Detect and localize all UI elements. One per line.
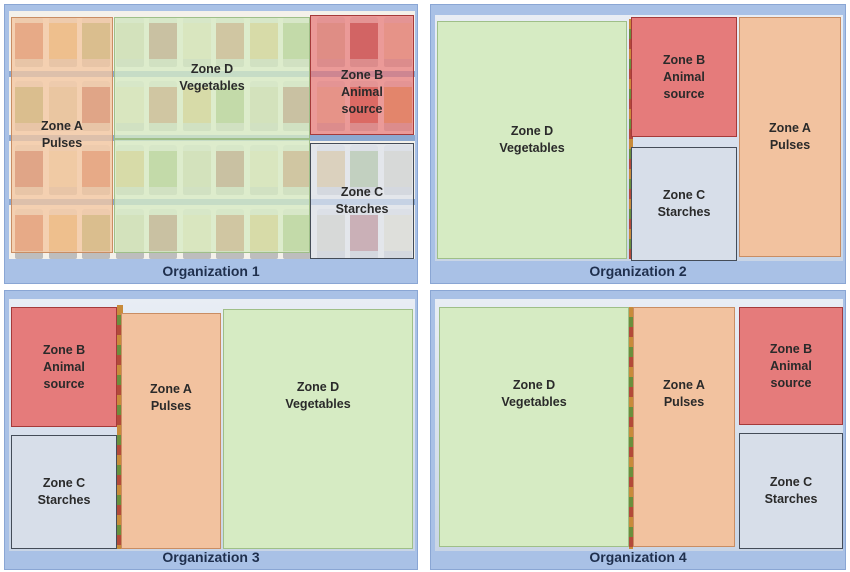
zone-d-name: Zone D [190,62,234,76]
zone-d-desc: Vegetables [179,79,245,93]
zone-a-name: Zone A [663,378,705,392]
org3-zone-b: Zone B Animal source [11,307,117,427]
organization-1-panel: Zone A Pulses Zone D Vegetables Zone B A… [4,4,418,284]
zone-b-desc1: Animal [663,69,705,84]
zone-b-name: Zone B [662,52,706,67]
org4-zone-d: Zone D Vegetables [439,307,629,547]
zone-b-name: Zone B [42,342,86,357]
zone-b-desc2: source [43,376,85,391]
org2-zone-d: Zone D Vegetables [437,21,627,259]
zone-c-name: Zone C [340,185,384,199]
zone-b-desc2: source [341,101,383,116]
zone-c-desc: Starches [764,492,818,506]
org1-zone-d: Zone D Vegetables [114,17,310,139]
zone-a-desc: Pulses [663,395,705,409]
zone-c-desc: Starches [657,205,711,219]
zone-a-name: Zone A [41,119,83,133]
org1-zone-d-lower [114,139,310,253]
org4-zone-b: Zone B Animal source [739,307,843,425]
org3-zone-d: Zone D Vegetables [223,309,413,549]
org1-zone-b: Zone B Animal source [310,15,414,135]
zone-d-desc: Vegetables [499,141,565,155]
shelf-edge-strip [629,19,633,259]
zone-b-desc2: source [770,375,812,390]
zone-c-name: Zone C [769,475,813,489]
zone-b-desc1: Animal [43,359,85,374]
organization-1-caption: Organization 1 [162,263,260,279]
org3-zone-a: Zone A Pulses [121,313,221,549]
org2-zone-c: Zone C Starches [631,147,737,261]
zone-c-desc: Starches [335,202,389,216]
org4-zone-a: Zone A Pulses [633,307,735,547]
zone-a-desc: Pulses [769,138,811,152]
organization-3-caption: Organization 3 [162,549,260,565]
shelf-edge-strip [629,307,633,549]
zone-d-name: Zone D [510,124,554,138]
zone-b-desc2: source [663,86,705,101]
organization-3-panel: Zone B Animal source Zone C Starches Zon… [4,290,418,570]
zone-d-desc: Vegetables [285,397,351,411]
zone-a-name: Zone A [150,382,192,396]
org3-zone-c: Zone C Starches [11,435,117,549]
zone-d-desc: Vegetables [501,395,567,409]
zone-a-desc: Pulses [41,136,83,150]
organization-2-panel: Zone D Vegetables Zone B Animal source Z… [430,4,846,284]
zone-c-desc: Starches [37,493,91,507]
org2-zone-b: Zone B Animal source [631,17,737,137]
org1-zone-c: Zone C Starches [310,143,414,259]
organization-4-panel: Zone D Vegetables Zone A Pulses Zone B A… [430,290,846,570]
zone-c-name: Zone C [42,476,86,490]
organization-4-caption: Organization 4 [589,549,687,565]
organization-2-caption: Organization 2 [589,263,687,279]
zone-d-name: Zone D [296,380,340,394]
zone-a-name: Zone A [769,121,811,135]
org1-zone-a: Zone A Pulses [11,17,113,253]
shelf-edge-strip [117,305,123,549]
org2-zone-a: Zone A Pulses [739,17,841,257]
zone-d-name: Zone D [512,378,556,392]
zone-b-name: Zone B [340,67,384,82]
zone-b-desc1: Animal [341,84,383,99]
zone-a-desc: Pulses [150,399,192,413]
zone-b-name: Zone B [769,341,813,356]
zone-c-name: Zone C [662,188,706,202]
zone-b-desc1: Animal [770,358,812,373]
org4-zone-c: Zone C Starches [739,433,843,549]
